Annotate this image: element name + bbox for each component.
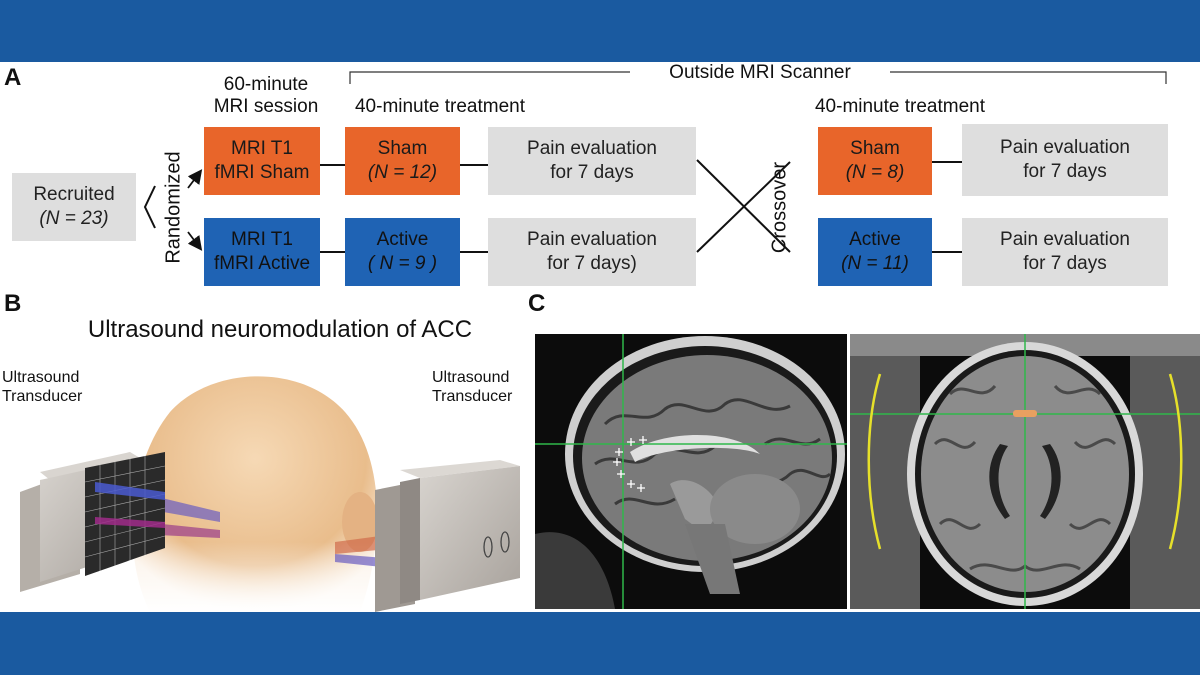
sham-stage2-label: Sham: [850, 138, 900, 159]
outside-scanner-label: Outside MRI Scanner: [630, 62, 890, 84]
recruited-box: Recruited (N = 23): [12, 173, 136, 241]
mri-sham-line1: MRI T1: [231, 138, 293, 159]
active-stage1-label: Active: [376, 229, 429, 250]
pain-eval-line1: Pain evaluation: [527, 229, 657, 250]
pain-eval-line1: Pain evaluation: [1000, 137, 1130, 158]
left-skull-marker: [867, 373, 882, 550]
acc-target: [1013, 410, 1037, 417]
active-stage1-count: ( N = 9 ): [367, 253, 438, 274]
recruited-line1: Recruited: [33, 184, 115, 205]
bottom-band: [0, 612, 1200, 675]
pain-eval-line2: for 7 days): [547, 253, 637, 274]
pain-eval-stage2-active: Pain evaluation for 7 days: [962, 218, 1168, 286]
mri-active-line2: fMRI Active: [213, 253, 311, 274]
session-header-line2: MRI session: [213, 96, 319, 117]
recruited-count: (N = 23): [39, 208, 109, 229]
sham-stage2-box: Sham (N = 8): [818, 127, 932, 195]
pain-eval-stage1-sham: Pain evaluation for 7 days: [488, 127, 696, 195]
target-markers: [613, 436, 647, 492]
right-transducer-line1: Ultrasound: [432, 369, 510, 386]
panel-c-letter: C: [528, 290, 546, 317]
pain-eval-line1: Pain evaluation: [1000, 229, 1130, 250]
pain-eval-stage1-active: Pain evaluation for 7 days): [488, 218, 696, 286]
left-transducer-line2: Transducer: [2, 388, 83, 405]
outside-scanner-bracket: [349, 71, 1167, 84]
pain-eval-line2: for 7 days: [1023, 253, 1107, 274]
flow-connectors: [143, 159, 962, 253]
right-transducer-label: Ultrasound Transducer: [432, 368, 532, 406]
mri-active-line1: MRI T1: [231, 229, 293, 250]
mri-sham-box: MRI T1 fMRI Sham: [204, 127, 320, 195]
treatment-header-1: 40-minute treatment: [354, 96, 526, 117]
panel-a-letter: A: [4, 64, 22, 91]
pain-eval-line2: for 7 days: [1023, 161, 1107, 182]
axial-mri: [850, 334, 1200, 609]
left-transducer-label: Ultrasound Transducer: [2, 368, 102, 406]
mri-active-box: MRI T1 fMRI Active: [204, 218, 320, 286]
left-transducer-line1: Ultrasound: [2, 369, 80, 386]
panel-b-title: Ultrasound neuromodulation of ACC: [87, 316, 473, 343]
sham-stage1-count: (N = 12): [367, 162, 438, 183]
right-transducer-line2: Transducer: [432, 388, 513, 405]
session-header: 60-minute MRI session: [196, 74, 336, 118]
panel-b-letter: B: [4, 290, 22, 317]
pain-eval-stage2-sham: Pain evaluation for 7 days: [962, 124, 1168, 196]
randomized-label: Randomized: [162, 151, 185, 264]
sham-stage1-box: Sham (N = 12): [345, 127, 460, 195]
session-header-line1: 60-minute: [223, 74, 309, 95]
active-stage1-box: Active ( N = 9 ): [345, 218, 460, 286]
active-stage2-box: Active (N = 11): [818, 218, 932, 286]
head-illustration: [20, 376, 520, 612]
treatment-header-2: 40-minute treatment: [814, 96, 986, 117]
pain-eval-line2: for 7 days: [550, 162, 634, 183]
sham-stage2-count: (N = 8): [845, 162, 905, 183]
ear-shape: [342, 492, 378, 552]
pain-eval-line1: Pain evaluation: [527, 138, 657, 159]
sham-stage1-label: Sham: [377, 138, 428, 159]
right-skull-marker: [1168, 373, 1183, 550]
figure-panel: A 60-minute MRI session 40-minute treatm…: [0, 62, 1200, 612]
top-band: [0, 0, 1200, 62]
active-stage2-count: (N = 11): [841, 253, 909, 274]
crossover-label: Crossover: [768, 161, 791, 254]
mri-sham-line2: fMRI Sham: [214, 162, 310, 183]
sagittal-mri: [535, 334, 847, 609]
active-stage2-label: Active: [849, 229, 901, 250]
